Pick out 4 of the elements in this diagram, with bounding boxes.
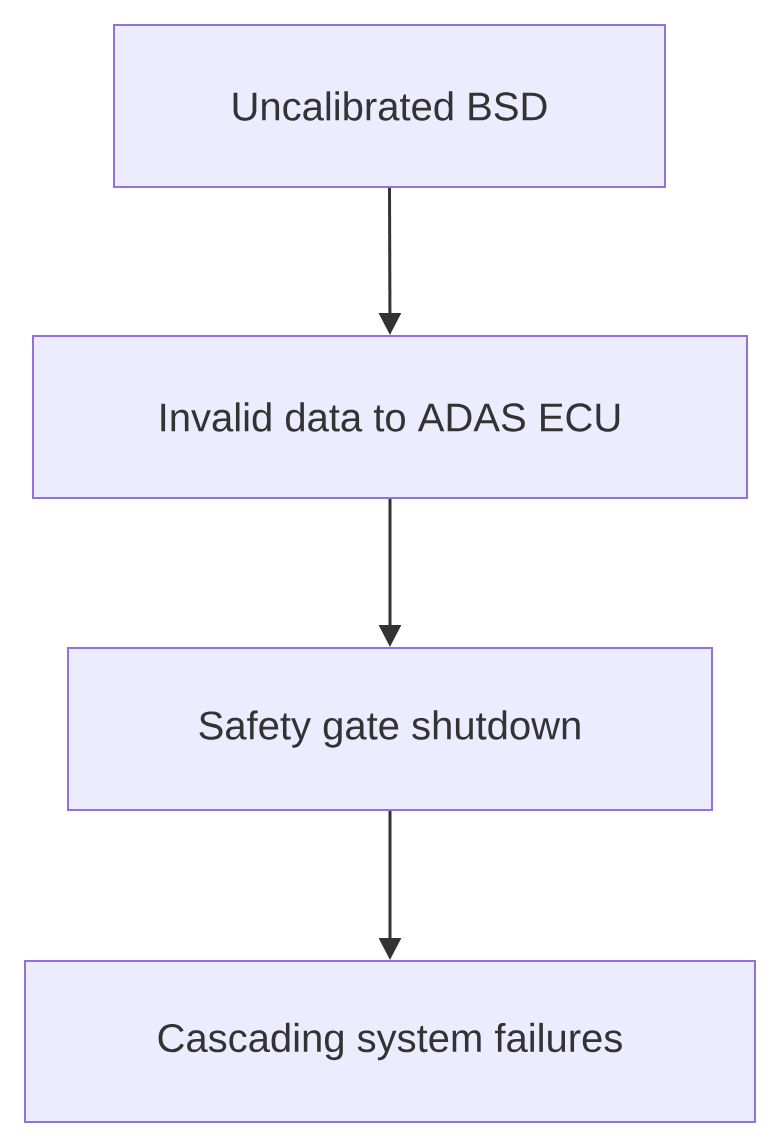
process-box: Uncalibrated BSD <box>113 24 666 188</box>
process-box: Safety gate shutdown <box>67 647 713 811</box>
process-box: Invalid data to ADAS ECU <box>32 335 748 499</box>
process-box: Cascading system failures <box>24 960 756 1123</box>
